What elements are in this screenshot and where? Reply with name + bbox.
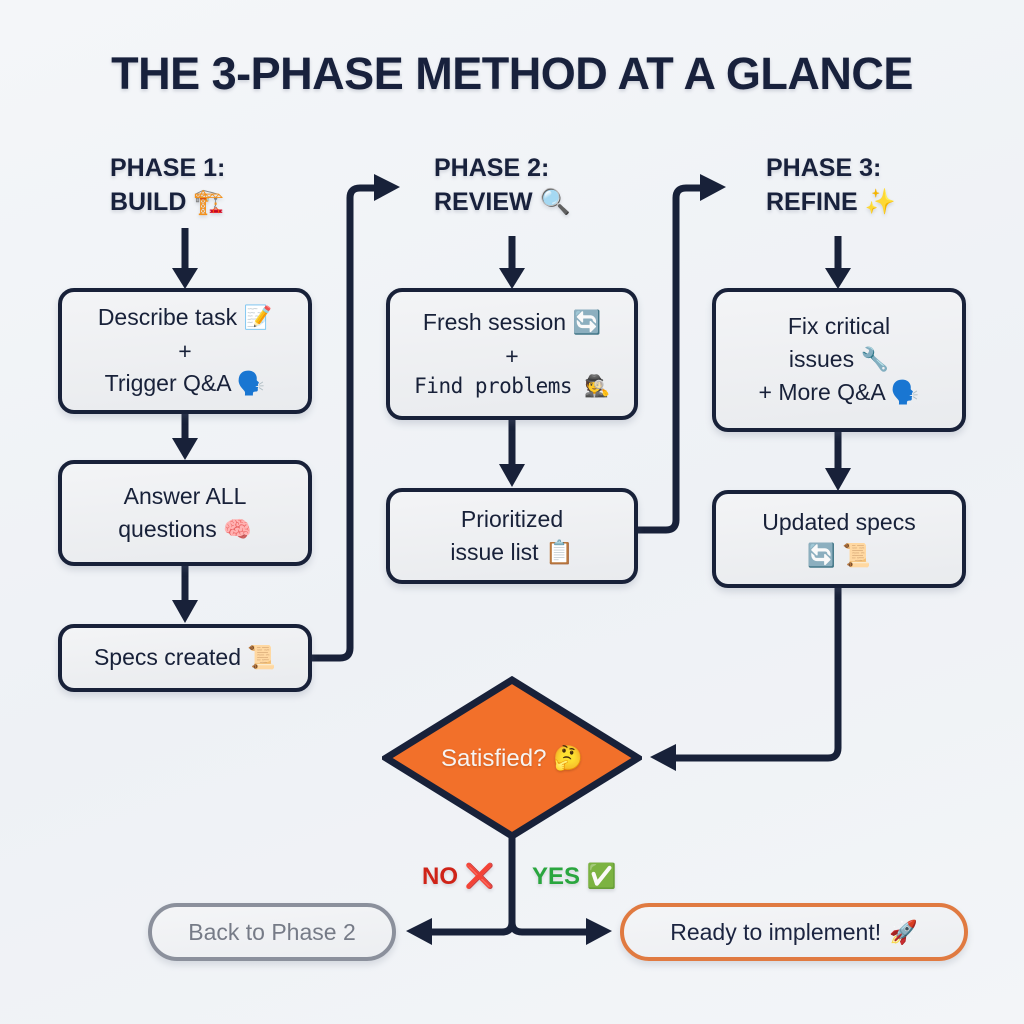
- scroll-icon: 📜: [247, 645, 277, 672]
- thinking-face-icon: 🤔: [553, 743, 583, 772]
- node-specs-created[interactable]: Specs created 📜: [58, 624, 312, 692]
- diamond-shape: [382, 676, 642, 840]
- page-title: THE 3-PHASE METHOD AT A GLANCE: [111, 48, 913, 99]
- phase-3-line2: REFINE: [766, 188, 858, 216]
- arrow-specs-to-phase2: [310, 174, 400, 662]
- button-ready-to-implement[interactable]: Ready to implement! 🚀: [620, 903, 968, 961]
- specs-created-line1: Specs created 📜: [93, 644, 277, 672]
- prioritized-line2: issue list 📋: [450, 538, 574, 566]
- phase-header-2: PHASE 2: REVIEW 🔍: [434, 152, 571, 219]
- phase-header-3: PHASE 3: REFINE ✨: [766, 152, 896, 219]
- decision-label: Satisfied? 🤔: [441, 743, 583, 772]
- fix-critical-line3: + More Q&A 🗣️: [758, 379, 920, 407]
- rocket-icon: 🚀: [889, 919, 918, 946]
- arrow-phase2-to-fresh: [499, 236, 525, 289]
- describe-task-line1: Describe task 📝: [97, 304, 273, 332]
- arrow-phase1-to-describe: [172, 228, 198, 289]
- phase-1-line2: BUILD: [110, 188, 187, 216]
- phase-header-1: PHASE 1: BUILD 🏗️: [110, 152, 225, 219]
- back-to-phase-2-label: Back to Phase 2: [188, 918, 356, 945]
- node-describe-task[interactable]: Describe task 📝 + Trigger Q&A 🗣️: [58, 288, 312, 414]
- arrow-updated-to-decision: [650, 588, 842, 771]
- phase-2-line2: REVIEW: [434, 188, 533, 216]
- answer-all-line2: questions 🧠: [118, 515, 252, 543]
- fresh-session-plus: +: [505, 342, 519, 369]
- ready-to-implement-label: Ready to implement!: [670, 918, 882, 945]
- fresh-session-line1: Fresh session 🔄: [422, 308, 602, 336]
- refresh-icon: 🔄: [807, 542, 836, 569]
- decision-satisfied[interactable]: Satisfied? 🤔: [382, 676, 642, 840]
- arrow-fresh-to-prioritized: [499, 420, 525, 487]
- node-fix-critical-issues[interactable]: Fix critical issues 🔧 + More Q&A 🗣️: [712, 288, 966, 432]
- speaking-head-icon: 🗣️: [890, 380, 920, 407]
- memo-icon: 📝: [243, 305, 273, 332]
- sparkles-icon: ✨: [864, 187, 896, 216]
- phase-3-line1: PHASE 3:: [766, 154, 882, 182]
- phase-2-line1: PHASE 2:: [434, 154, 550, 182]
- phase-1-line1: PHASE 1:: [110, 154, 226, 182]
- branch-label-yes: YES ✅: [532, 862, 617, 890]
- fix-critical-line1: Fix critical: [787, 313, 891, 340]
- arrow-fix-to-updated: [825, 432, 851, 491]
- speaking-head-icon: 🗣️: [236, 371, 266, 398]
- detective-icon: 🕵️: [584, 374, 610, 399]
- arrow-answer-to-specs: [172, 566, 198, 623]
- scroll-icon: 📜: [842, 542, 871, 569]
- magnifying-glass-icon: 🔍: [539, 187, 571, 216]
- button-back-to-phase-2[interactable]: Back to Phase 2: [148, 903, 396, 961]
- refresh-icon: 🔄: [572, 309, 602, 336]
- updated-specs-icons: 🔄 📜: [807, 539, 871, 573]
- node-fresh-session[interactable]: Fresh session 🔄 + Find problems 🕵️: [386, 288, 638, 420]
- arrow-phase3-to-fix: [825, 236, 851, 289]
- fix-critical-line2: issues 🔧: [788, 345, 890, 373]
- prioritized-line1: Prioritized: [460, 505, 564, 532]
- check-mark-icon: ✅: [586, 862, 617, 890]
- describe-task-line2: Trigger Q&A 🗣️: [104, 370, 266, 398]
- brain-icon: 🧠: [223, 516, 252, 543]
- cross-mark-icon: ❌: [464, 862, 495, 890]
- node-updated-specs[interactable]: Updated specs 🔄 📜: [712, 490, 966, 588]
- branch-label-no: NO ❌: [422, 862, 495, 890]
- node-answer-all-questions[interactable]: Answer ALL questions 🧠: [58, 460, 312, 566]
- updated-specs-line1: Updated specs: [762, 508, 916, 535]
- arrow-describe-to-answer: [172, 414, 198, 460]
- answer-all-line1: Answer ALL: [123, 482, 247, 509]
- arrow-decision-branches: [406, 838, 612, 945]
- node-prioritized-issue-list[interactable]: Prioritized issue list 📋: [386, 488, 638, 584]
- fresh-session-line2: Find problems 🕵️: [414, 374, 610, 399]
- construction-icon: 🏗️: [193, 187, 225, 216]
- wrench-icon: 🔧: [860, 346, 890, 373]
- describe-task-plus: +: [178, 337, 192, 364]
- clipboard-icon: 📋: [544, 539, 574, 566]
